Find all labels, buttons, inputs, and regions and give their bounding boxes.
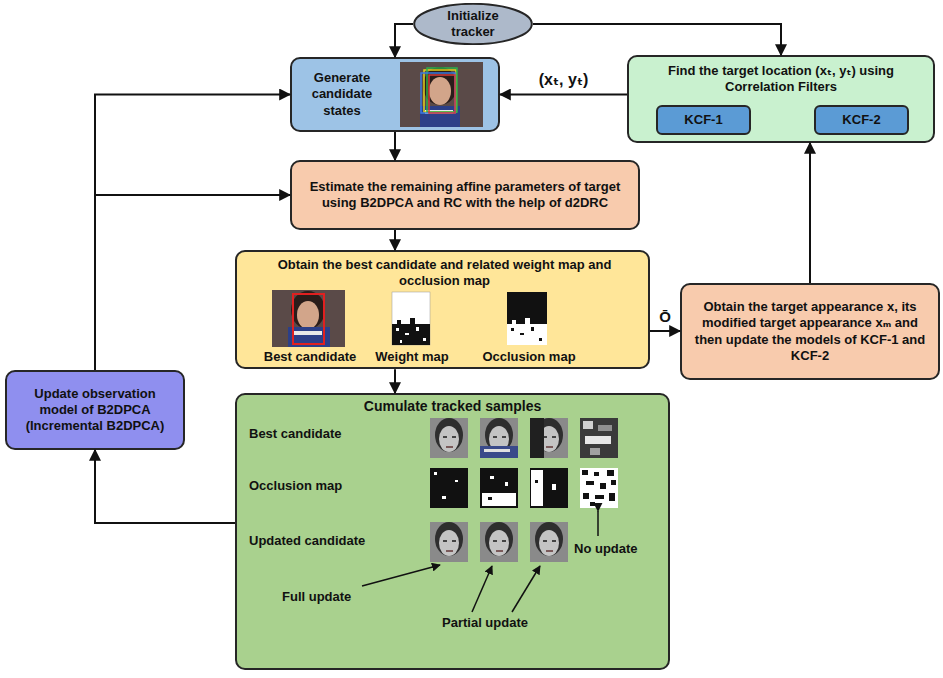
pointer-arrow	[362, 565, 440, 586]
flow-arrow	[650, 330, 680, 332]
flow-arrow	[95, 450, 235, 523]
box-text: KCF-2	[842, 112, 880, 128]
process-box: Update observation model of B2DPCA (Incr…	[5, 370, 185, 450]
occlusion-sample	[430, 468, 468, 508]
image-caption: Updated candidate	[249, 533, 419, 549]
face-sample	[480, 522, 518, 562]
face-sample	[580, 418, 618, 458]
flow-arrow	[394, 230, 396, 250]
face-sample	[530, 418, 568, 458]
box-text: Obtain the best candidate and related we…	[247, 257, 642, 290]
image-caption: Partial update	[442, 615, 572, 631]
box-text: Obtain the target appearance x, its modi…	[692, 299, 928, 364]
flow-arrow	[500, 94, 627, 96]
edge-label: (xₜ, yₜ)	[536, 70, 592, 89]
start-ellipse: Initialize tracker	[413, 3, 533, 45]
flow-arrow	[533, 24, 781, 55]
filter-box: KCF-1	[656, 105, 751, 135]
process-box: Estimate the remaining affine parameters…	[290, 160, 640, 230]
edge-label: Ō	[656, 308, 674, 325]
flow-arrow	[95, 95, 290, 371]
pointer-arrow	[512, 566, 540, 612]
weight-map	[392, 292, 430, 345]
box-text: Estimate the remaining affine parameters…	[306, 179, 624, 212]
process-box: Find the target location (xₜ, yₜ) using …	[627, 55, 935, 143]
box-text: KCF-1	[684, 112, 722, 128]
process-box: Obtain the best candidate and related we…	[235, 250, 650, 369]
face-sample	[430, 418, 468, 458]
pointer-arrow	[472, 566, 492, 612]
box-text: Find the target location (xₜ, yₜ) using …	[639, 63, 923, 96]
image-caption: No update	[574, 541, 664, 557]
box-text: Initialize tracker	[433, 8, 513, 41]
image-caption: Weight map	[352, 349, 472, 365]
image-caption: Best candidate	[249, 426, 419, 442]
image-caption: Occlusion map	[469, 349, 589, 365]
occlusion-map	[507, 292, 547, 345]
face-sample	[430, 522, 468, 562]
process-box: Cumulate tracked samplesBest candidateOc…	[235, 393, 670, 670]
face-sample	[480, 418, 518, 458]
image-caption: Best candidate	[250, 349, 370, 365]
flow-arrow	[809, 143, 811, 283]
pointer-arrow	[597, 511, 599, 536]
box-text: Cumulate tracked samples	[237, 398, 668, 416]
face-sample	[530, 522, 568, 562]
occlusion-sample	[580, 468, 618, 508]
candidate-photo	[400, 62, 483, 127]
image-caption: Occlusion map	[249, 478, 419, 494]
image-caption: Full update	[282, 589, 392, 605]
process-box: Obtain the target appearance x, its modi…	[680, 283, 940, 380]
flow-arrow	[95, 195, 290, 370]
box-text: Update observation model of B2DPCA (Incr…	[17, 386, 173, 435]
flow-arrow	[394, 369, 396, 393]
box-text: Generate candidate states	[298, 70, 386, 119]
filter-box: KCF-2	[814, 105, 909, 135]
flow-arrow	[395, 24, 413, 57]
occlusion-sample	[480, 468, 518, 508]
flow-arrow	[394, 132, 396, 160]
process-box: Generate candidate states	[290, 57, 500, 132]
best-candidate-photo	[272, 290, 345, 347]
occlusion-sample	[530, 468, 568, 508]
